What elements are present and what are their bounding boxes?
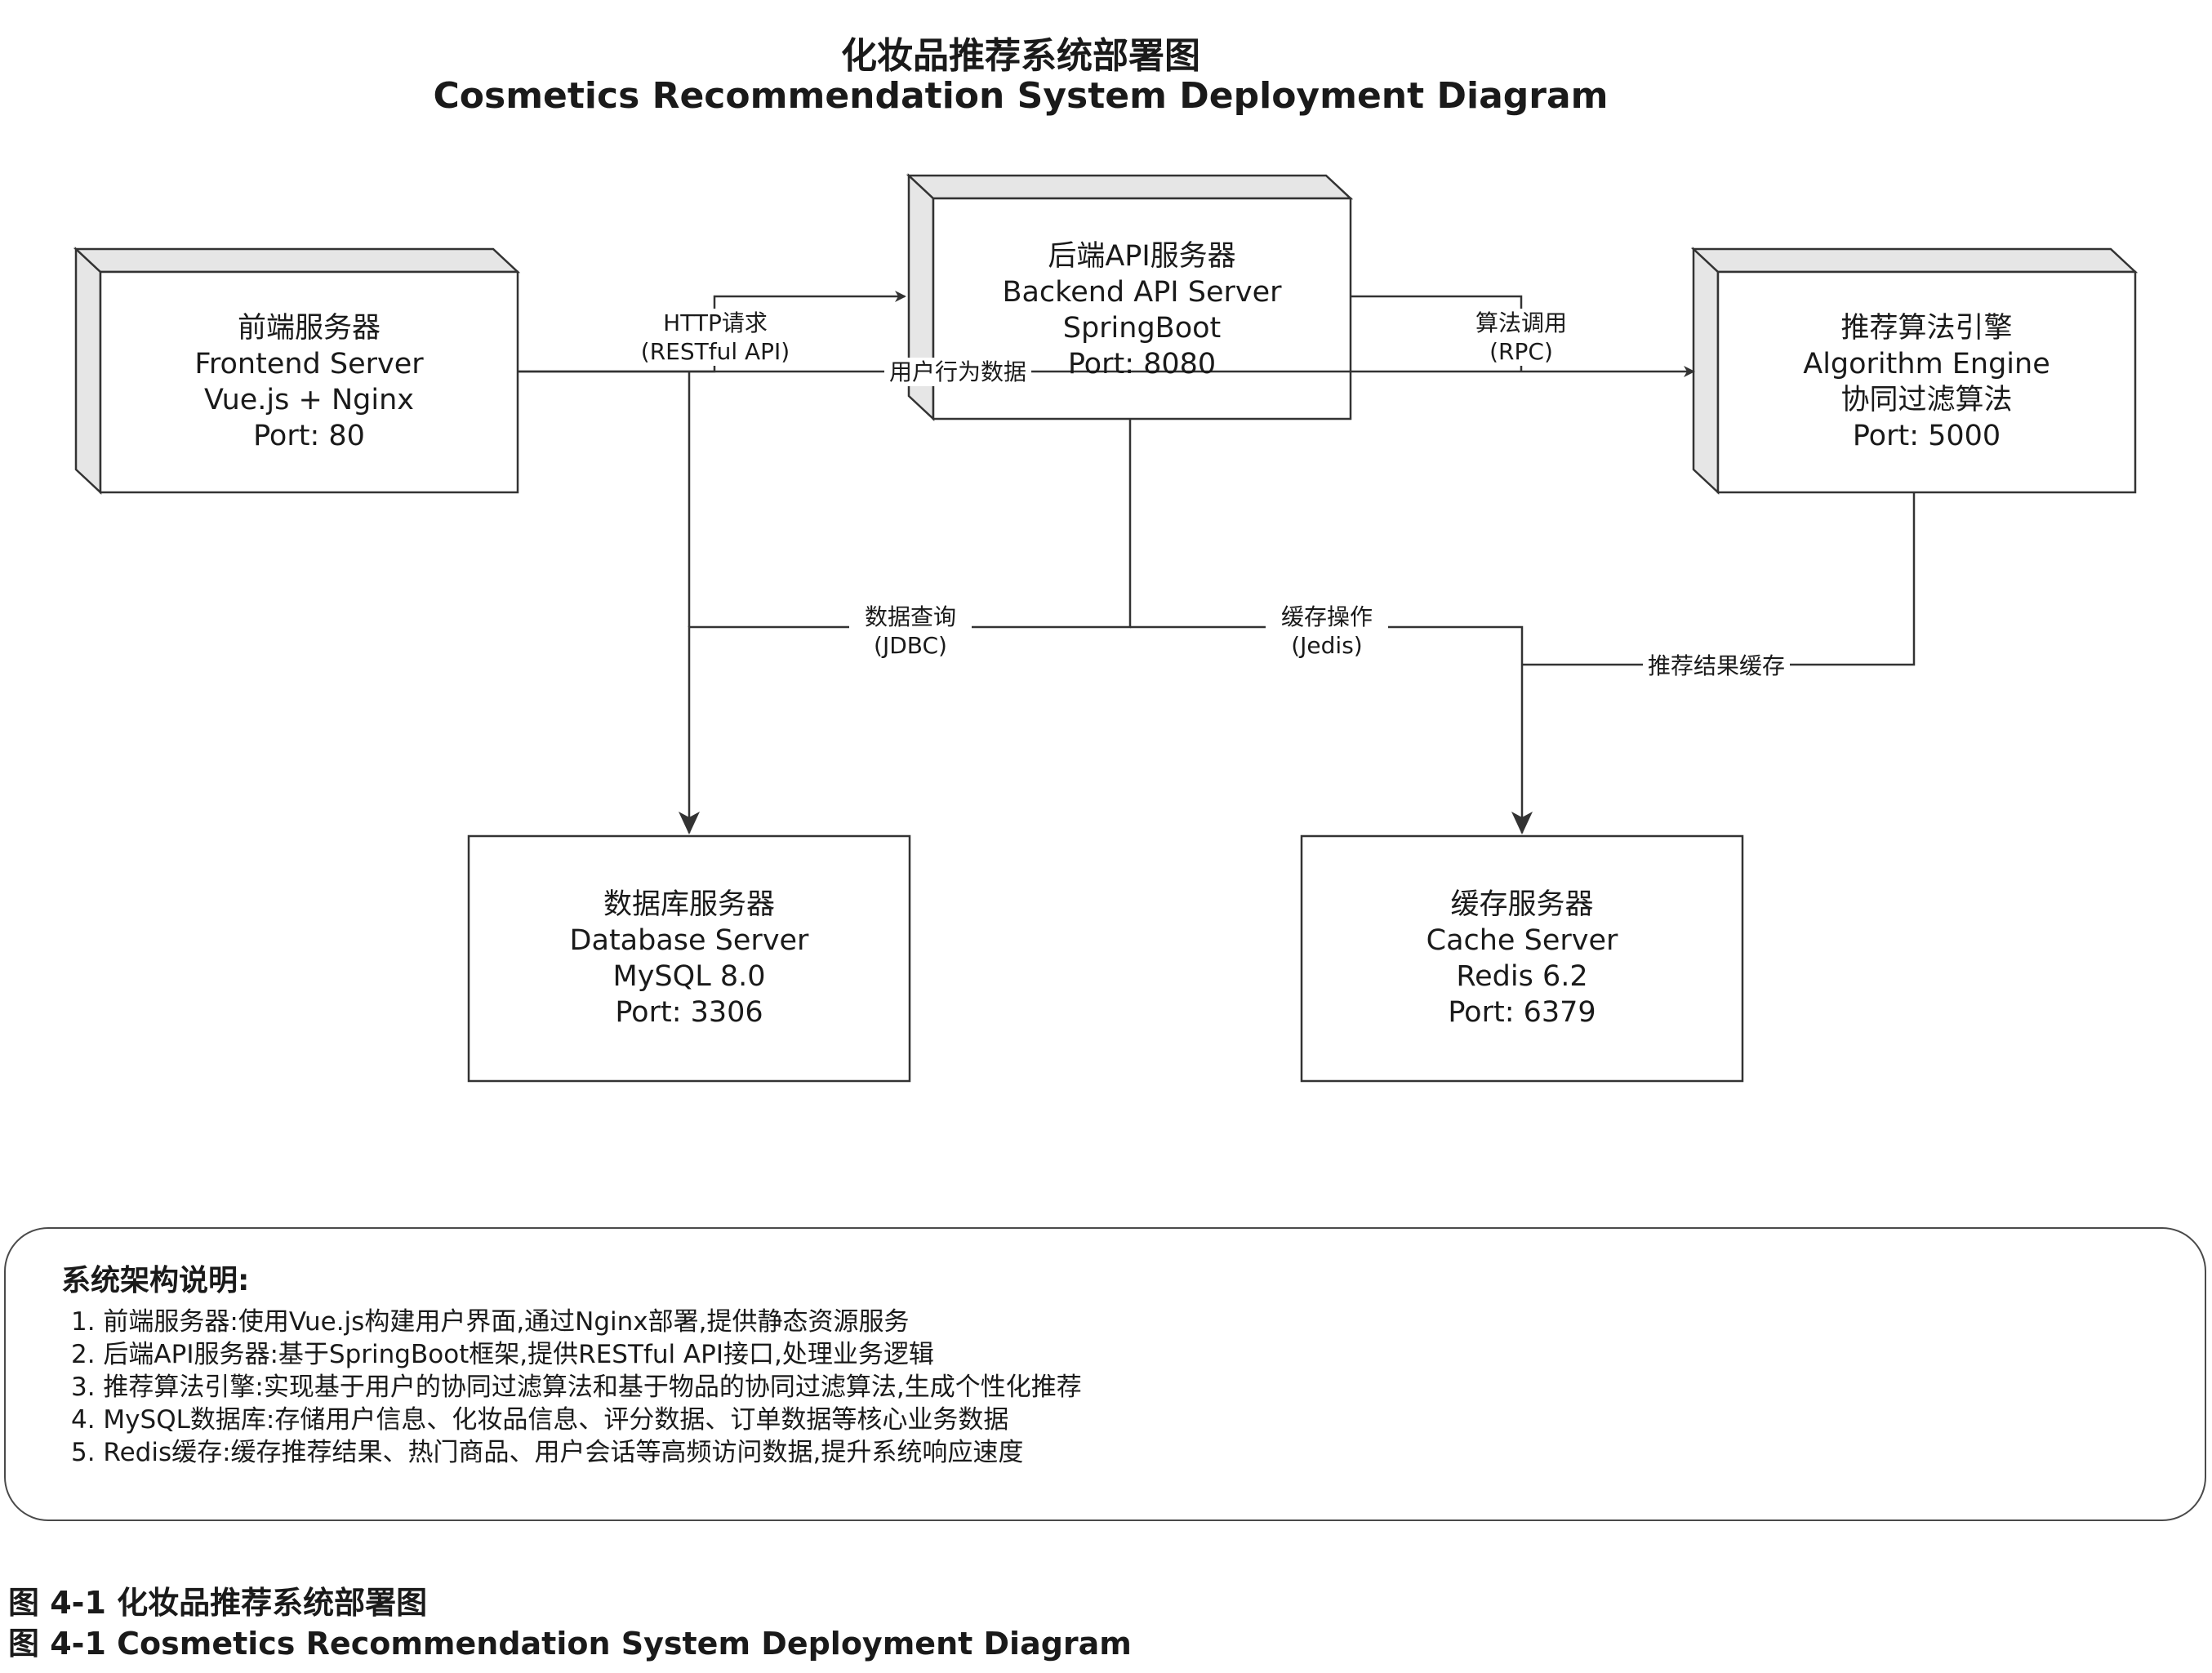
notes-item: 3. 推荐算法引擎:实现基于用户的协同过滤算法和基于物品的协同过滤算法,生成个性… — [71, 1373, 1082, 1402]
notes-item: 4. MySQL数据库:存储用户信息、化妆品信息、评分数据、订单数据等核心业务数… — [71, 1405, 1009, 1435]
edge-label-rpc-line1: 算法调用 — [1475, 309, 1567, 336]
edge-label-http-line2: (RESTful API) — [640, 338, 790, 365]
database-node — [467, 834, 911, 1083]
edge-label-result-cache-text: 推荐结果缓存 — [1647, 652, 1785, 679]
edge-result-cache — [1522, 492, 1916, 666]
frontend-node — [73, 247, 521, 495]
figure-caption-zh: 图 4-1 化妆品推荐系统部署图 — [8, 1585, 428, 1621]
cache-name-zh: 缓存服务器 — [1450, 888, 1594, 921]
edge-label-http: HTTP请求 (RESTful API) — [634, 309, 797, 366]
notes-list: 1. 前端服务器:使用Vue.js构建用户界面,通过Nginx部署,提供静态资源… — [71, 1306, 1082, 1469]
diagram-title-en: Cosmetics Recommendation System Deployme… — [433, 75, 1609, 117]
edge-label-result-cache: 推荐结果缓存 — [1643, 652, 1790, 680]
cache-port: Port: 6379 — [1448, 996, 1596, 1029]
frontend-stack: Vue.js + Nginx — [204, 384, 414, 416]
figure-caption-en: 图 4-1 Cosmetics Recommendation System De… — [8, 1626, 1132, 1662]
edge-label-jdbc: 数据查询 (JDBC) — [849, 603, 972, 660]
database-name-en: Database Server — [569, 924, 809, 957]
algorithm-node-text: 推荐算法引擎 Algorithm Engine 协同过滤算法 Port: 500… — [1718, 310, 2135, 454]
frontend-name-en: Frontend Server — [194, 348, 424, 380]
backend-name-en: Backend API Server — [1002, 276, 1282, 309]
edge-label-rpc-line2: (RPC) — [1489, 338, 1553, 365]
edge-label-rpc: 算法调用 (RPC) — [1460, 309, 1582, 366]
frontend-node-text: 前端服务器 Frontend Server Vue.js + Nginx Por… — [100, 310, 518, 454]
diagram-title-zh: 化妆品推荐系统部署图 — [841, 35, 1200, 77]
database-engine: MySQL 8.0 — [612, 960, 766, 993]
edge-label-jedis-line2: (Jedis) — [1291, 632, 1363, 659]
edge-label-jdbc-line1: 数据查询 — [864, 603, 956, 630]
edge-label-http-line1: HTTP请求 — [663, 309, 768, 336]
edge-jedis — [1130, 625, 1533, 834]
edge-label-jedis: 缓存操作 (Jedis) — [1266, 603, 1388, 660]
database-name-zh: 数据库服务器 — [603, 888, 775, 921]
edge-label-jedis-line1: 缓存操作 — [1280, 603, 1373, 630]
database-port: Port: 3306 — [615, 996, 763, 1029]
frontend-name-zh: 前端服务器 — [237, 312, 381, 345]
backend-stack: SpringBoot — [1062, 312, 1222, 345]
edge-label-behavior-text: 用户行为数据 — [888, 358, 1026, 385]
backend-node-text: 后端API服务器 Backend API Server SpringBoot P… — [933, 238, 1351, 382]
notes-item: 2. 后端API服务器:基于SpringBoot框架,提供RESTful API… — [71, 1340, 934, 1369]
architecture-notes: 系统架构说明: 1. 前端服务器:使用Vue.js构建用户界面,通过Nginx部… — [4, 1227, 2206, 1521]
backend-port: Port: 8080 — [1067, 348, 1217, 380]
algorithm-name-en: Algorithm Engine — [1803, 348, 2050, 380]
algorithm-name-zh: 推荐算法引擎 — [1840, 312, 2013, 345]
notes-title: 系统架构说明: — [61, 1264, 250, 1297]
edge-label-behavior: 用户行为数据 — [884, 358, 1031, 386]
deployment-diagram — [73, 173, 2139, 1083]
edge-label-jdbc-line2: (JDBC) — [874, 632, 947, 659]
frontend-port: Port: 80 — [253, 420, 365, 452]
algorithm-node — [1690, 247, 2139, 495]
backend-name-zh: 后端API服务器 — [1048, 240, 1236, 273]
notes-item: 1. 前端服务器:使用Vue.js构建用户界面,通过Nginx部署,提供静态资源… — [71, 1307, 910, 1337]
algorithm-method: 协同过滤算法 — [1840, 384, 2013, 416]
cache-node-text: 缓存服务器 Cache Server Redis 6.2 Port: 6379 — [1302, 887, 1742, 1030]
cache-name-en: Cache Server — [1426, 924, 1618, 957]
notes-item: 5. Redis缓存:缓存推荐结果、热门商品、用户会话等高频访问数据,提升系统响… — [71, 1438, 1024, 1467]
cache-node — [1300, 834, 1744, 1083]
database-node-text: 数据库服务器 Database Server MySQL 8.0 Port: 3… — [469, 887, 910, 1030]
algorithm-port: Port: 5000 — [1852, 420, 2001, 452]
cache-engine: Redis 6.2 — [1456, 960, 1588, 993]
